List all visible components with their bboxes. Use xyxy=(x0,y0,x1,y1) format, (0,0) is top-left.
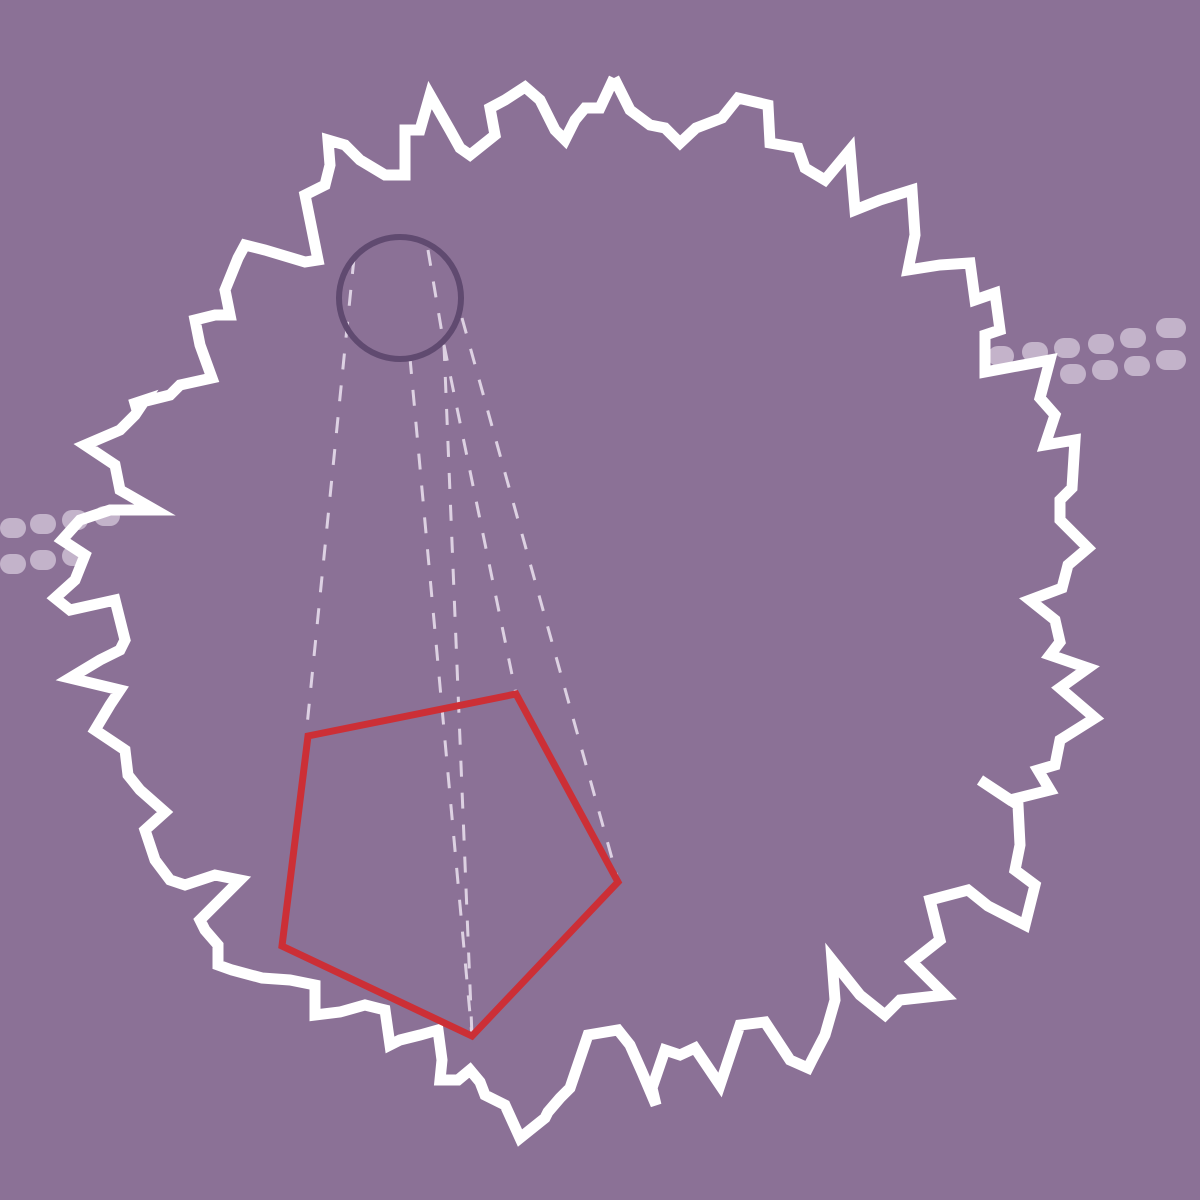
dot xyxy=(1088,334,1114,354)
dot xyxy=(1060,364,1086,384)
dot xyxy=(1120,328,1146,348)
dot xyxy=(0,554,26,574)
dashed-line-6 xyxy=(442,344,518,695)
dot xyxy=(1092,360,1118,380)
dot xyxy=(30,514,56,534)
dashed-line-5 xyxy=(460,317,620,881)
small-circle xyxy=(336,234,464,362)
guide-lines xyxy=(304,249,620,1037)
dot xyxy=(1054,338,1080,358)
dot xyxy=(0,518,26,538)
dot xyxy=(988,346,1014,366)
dot xyxy=(30,550,56,570)
dot xyxy=(1156,318,1186,338)
pentagon xyxy=(278,690,623,1041)
dot xyxy=(1124,356,1150,376)
spiky-outline xyxy=(46,75,1105,1147)
dot xyxy=(1156,350,1186,370)
dashed-line-3 xyxy=(442,344,474,1037)
dot-pattern-right xyxy=(988,318,1186,384)
